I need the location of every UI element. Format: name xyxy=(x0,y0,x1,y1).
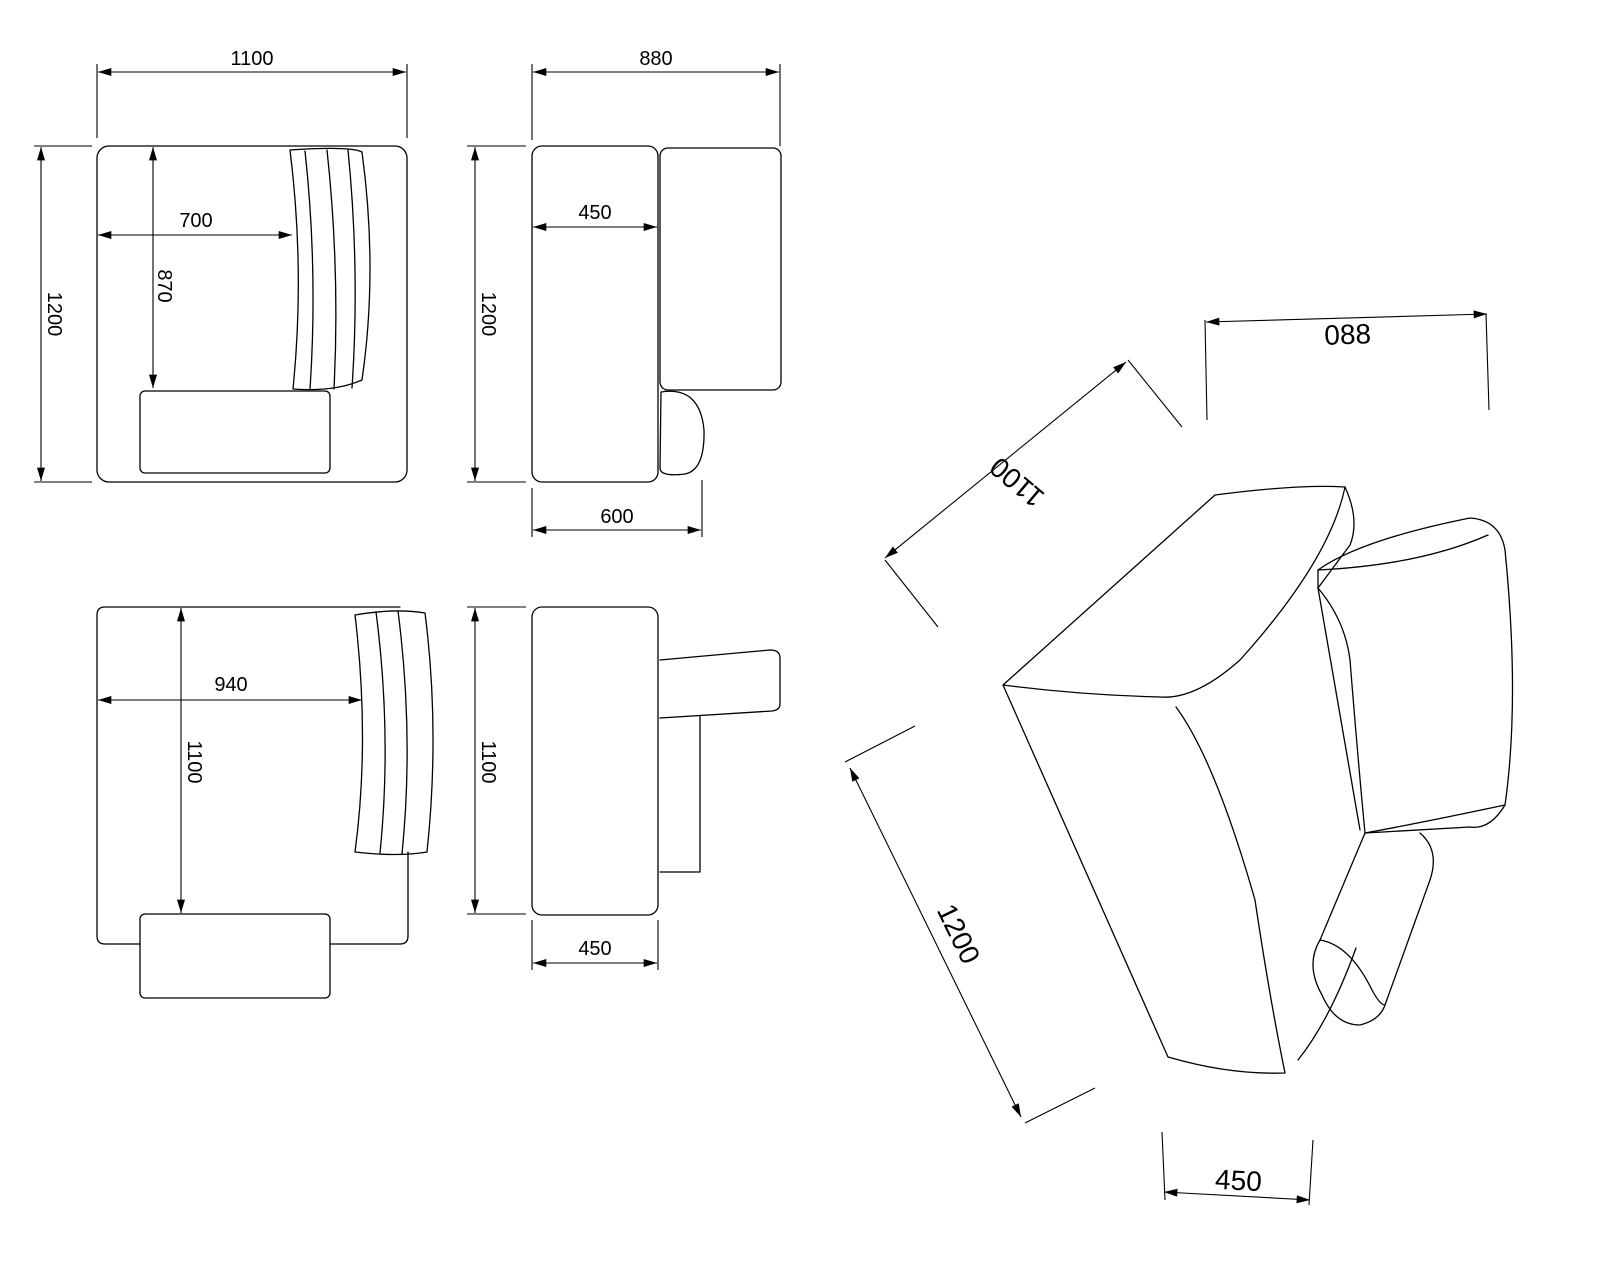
top-view-backrest-line xyxy=(304,150,314,390)
iso-seat-corner xyxy=(1317,486,1355,589)
dim-label-seat: 940 xyxy=(214,674,247,696)
side-view-cushion xyxy=(659,390,705,476)
dim-extension xyxy=(1127,359,1183,428)
dim-label-seat: 450 xyxy=(578,202,611,224)
front-view: 1100 450 xyxy=(467,606,781,970)
dim-extension xyxy=(844,725,916,763)
dim-extension xyxy=(884,559,939,628)
iso-cushion xyxy=(1312,832,1434,1026)
dim-extension xyxy=(1161,1131,1166,1201)
plan-view-backrest-line xyxy=(397,610,408,855)
iso-seat-front xyxy=(1002,684,1286,1074)
dim-label-depth: 1100 xyxy=(984,451,1050,513)
plan-view-backrest xyxy=(354,610,434,856)
top-view: 1100 1200 700 870 xyxy=(34,48,408,483)
dim-line xyxy=(1205,310,1488,326)
top-view-backrest-line xyxy=(326,149,337,390)
dim-label-bottom: 600 xyxy=(600,506,633,528)
plan-view: 940 1100 xyxy=(96,606,434,999)
top-view-backrest-line xyxy=(347,149,356,389)
dim-label-height: 1200 xyxy=(43,292,65,337)
dim-label-height: 1200 xyxy=(477,292,499,337)
top-view-backrest xyxy=(289,147,371,391)
dim-label-length: 1200 xyxy=(931,899,986,969)
side-view-back xyxy=(659,147,782,391)
iso-backrest-bottom xyxy=(1364,804,1506,834)
dim-label-seat-width: 870 xyxy=(153,269,175,302)
dim-label-width: 088 xyxy=(1324,318,1372,351)
dim-extension xyxy=(1485,313,1490,411)
dim-label-width: 880 xyxy=(639,48,672,70)
side-view: 880 1200 450 600 xyxy=(467,48,782,537)
dim-label-height: 1100 xyxy=(477,740,499,783)
iso-backrest-top xyxy=(1317,534,1489,571)
iso-backrest xyxy=(1317,517,1514,834)
top-view-outline xyxy=(96,145,408,483)
dim-extension xyxy=(1308,1139,1314,1206)
front-view-arm xyxy=(659,649,781,719)
dim-label-width: 1100 xyxy=(230,48,273,70)
dim-extension xyxy=(1204,319,1208,421)
plan-view-ottoman xyxy=(139,913,331,999)
iso-cushion-end xyxy=(1319,939,1386,1006)
front-view-seat xyxy=(531,606,659,916)
dim-extension xyxy=(1024,1087,1096,1124)
side-view-seat xyxy=(531,145,659,483)
isometric-view: 088 1100 1200 450 xyxy=(844,310,1514,1206)
iso-seat-side xyxy=(1297,587,1361,1061)
iso-seat xyxy=(1002,485,1346,698)
dim-label-seat: 450 xyxy=(1214,1164,1262,1197)
dim-line xyxy=(884,361,1127,559)
plan-view-outline xyxy=(96,606,409,945)
top-view-ottoman xyxy=(139,390,331,474)
dim-label-width: 450 xyxy=(578,938,611,960)
front-view-back xyxy=(659,715,701,873)
dim-line xyxy=(1163,1188,1311,1204)
plan-view-backrest-line xyxy=(375,611,386,854)
dim-label-seat-depth: 700 xyxy=(179,210,212,232)
dim-label-height: 1100 xyxy=(183,740,205,783)
dim-line xyxy=(849,767,1022,1118)
